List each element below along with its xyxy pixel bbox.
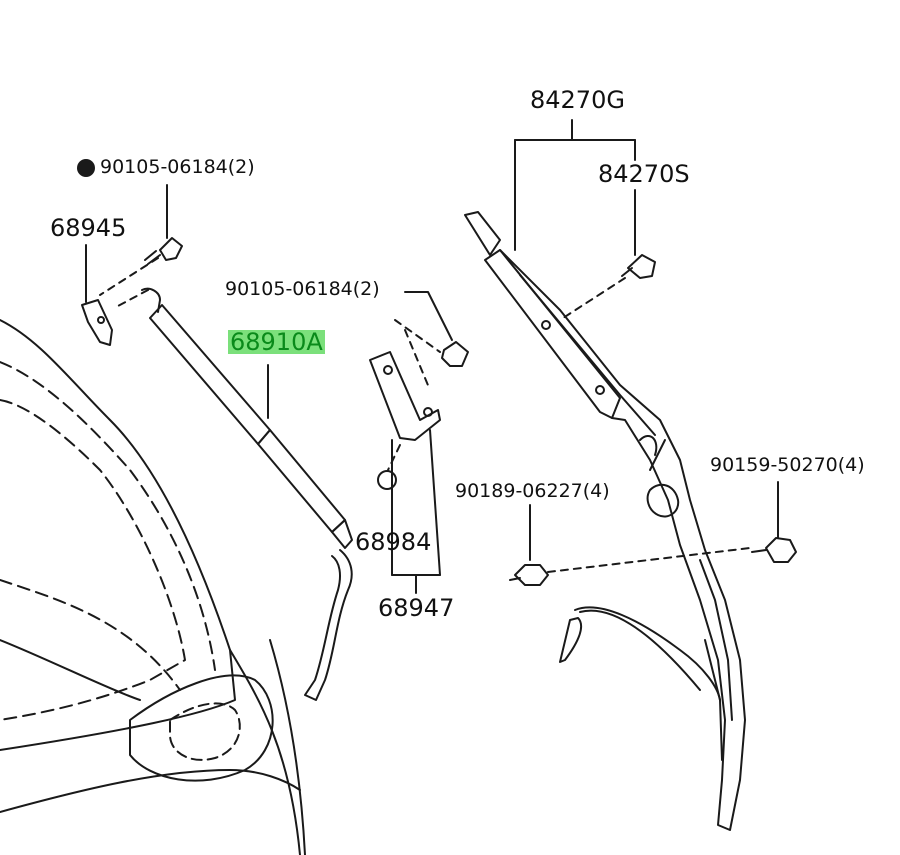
bracket-68945 xyxy=(81,244,113,346)
bolt-90105-top xyxy=(99,184,183,307)
part-label-90105-mid: 90105-06184(2) xyxy=(225,278,380,300)
part-label-90189: 90189-06227(4) xyxy=(455,480,610,502)
vehicle-body-panel xyxy=(0,319,306,855)
rail-84270G xyxy=(464,119,746,831)
part-label-68945: 68945 xyxy=(50,214,127,242)
part-label-68984: 68984 xyxy=(355,528,432,556)
part-label-84270G: 84270G xyxy=(530,86,625,114)
bracket-68947 xyxy=(369,351,441,594)
part-label-84270S: 84270S xyxy=(598,160,690,188)
bolt-90105-mid xyxy=(394,291,469,391)
part-label-68910A: 68910A xyxy=(228,328,325,356)
clip-90189 xyxy=(509,504,751,586)
part-label-90159: 90159-50270(4) xyxy=(710,454,865,476)
bolt-90159 xyxy=(751,481,797,563)
part-label-90105-top: 90105-06184(2) xyxy=(100,156,255,178)
clip-84270S xyxy=(559,254,656,321)
gas-strut-68910A xyxy=(141,287,353,701)
marker-dot xyxy=(77,159,95,177)
part-label-68947: 68947 xyxy=(378,594,455,622)
